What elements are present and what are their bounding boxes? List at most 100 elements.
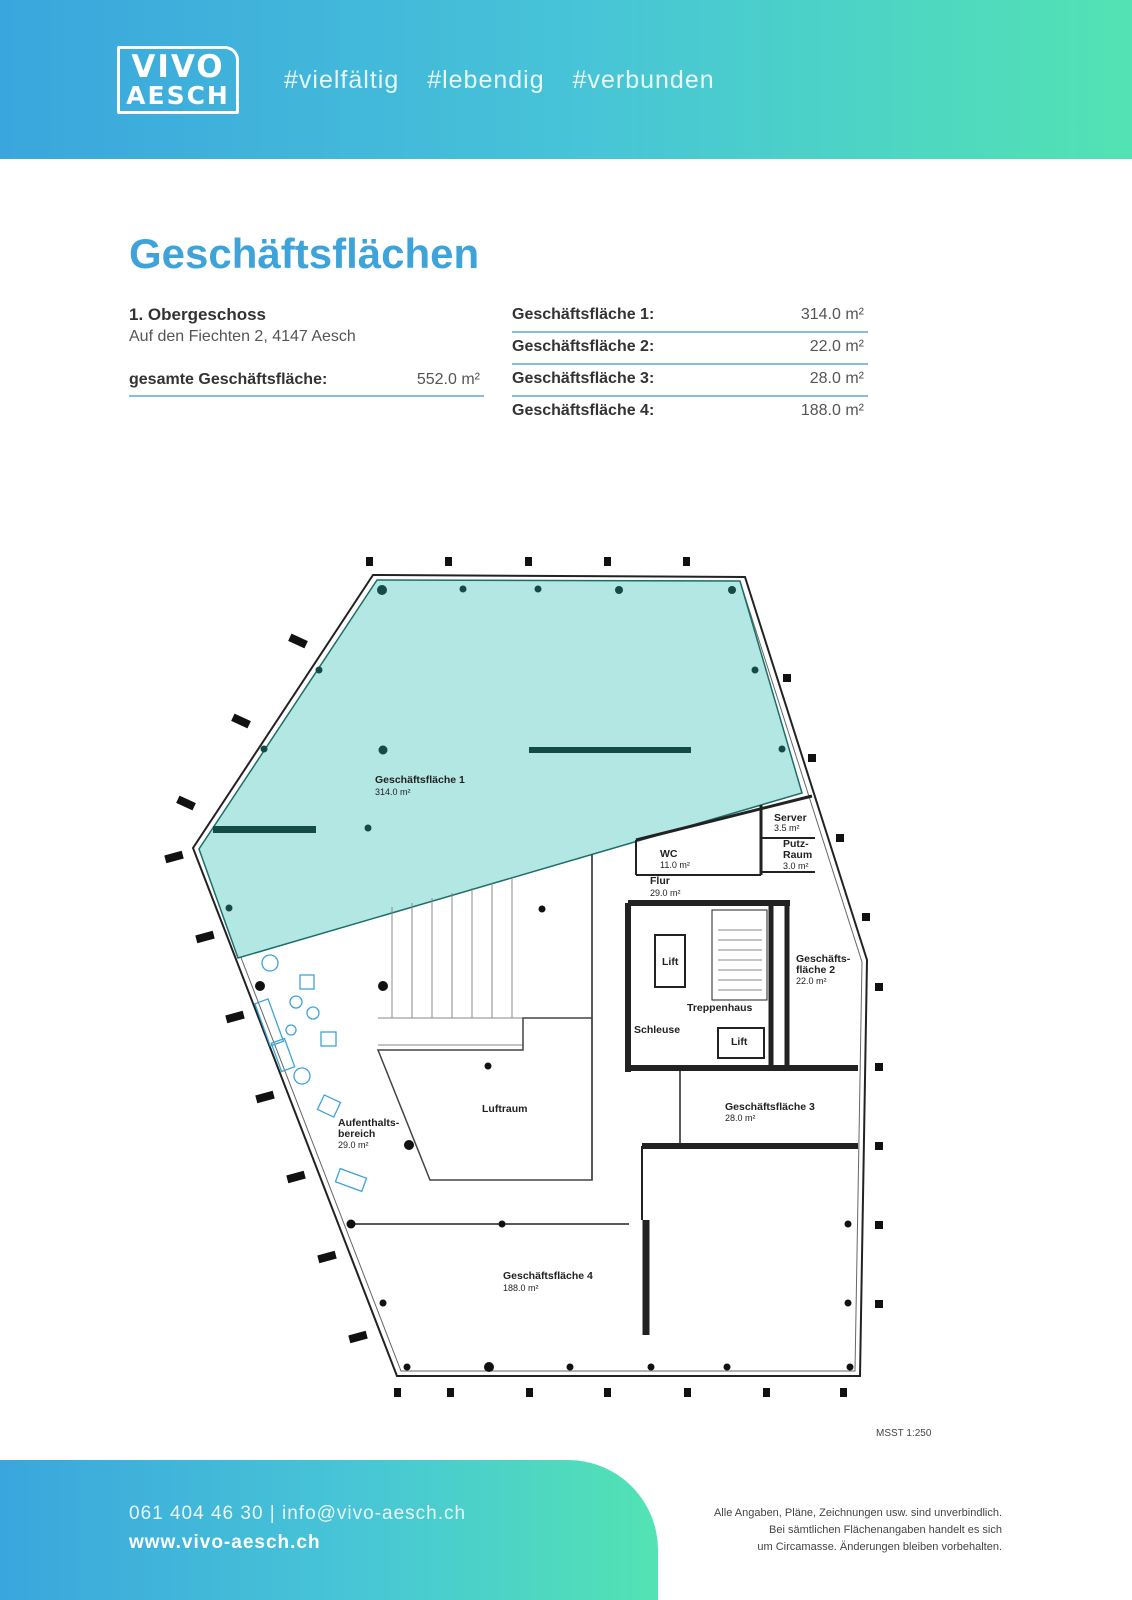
area-list: Geschäftsfläche 1: 314.0 m² Geschäftsflä… — [512, 303, 868, 429]
area-label: Geschäftsfläche 4: — [512, 402, 655, 419]
scale-label: MSST 1:250 — [876, 1428, 932, 1439]
hashtag-row: #vielfältig #lebendig #verbunden — [284, 66, 735, 95]
area-row: Geschäftsfläche 4: 188.0 m² — [512, 399, 868, 427]
label-putz-1: Putz- — [783, 838, 809, 850]
contact-line[interactable]: 061 404 46 30 | info@vivo-aesch.ch — [129, 1503, 467, 1524]
lounge-furniture — [254, 954, 368, 1193]
column — [378, 981, 388, 991]
label-lift-2: Lift — [731, 1036, 748, 1048]
column — [260, 745, 268, 753]
column — [377, 585, 387, 595]
label-gf2-1: Geschäfts- — [796, 953, 851, 965]
lift-2 — [717, 1027, 765, 1059]
label-server: Server — [774, 812, 807, 824]
column — [844, 1299, 852, 1307]
column — [498, 1220, 506, 1228]
column — [378, 745, 388, 755]
luftraum-outline — [376, 1017, 593, 1181]
column — [459, 585, 467, 593]
column — [364, 824, 372, 832]
hashtag: #vielfältig — [284, 66, 400, 94]
disclaimer: Alle Angaben, Pläne, Zeichnungen usw. si… — [714, 1505, 1002, 1556]
area-gf1: 314.0 m² — [375, 787, 411, 797]
label-lift-1: Lift — [662, 956, 679, 968]
area-row: Geschäftsfläche 3: 28.0 m² — [512, 367, 868, 397]
column — [615, 586, 623, 594]
area-wc: 11.0 m² — [660, 860, 690, 870]
area-value: 28.0 m² — [809, 370, 864, 387]
website-link[interactable]: www.vivo-aesch.ch — [129, 1532, 321, 1553]
column — [255, 981, 265, 991]
label-gf2-2: fläche 2 — [796, 964, 835, 976]
columns-gf1 — [225, 585, 786, 912]
interior-walls — [353, 794, 858, 1335]
floor-label: 1. Obergeschoss — [129, 305, 267, 324]
column — [346, 1219, 356, 1229]
hashtag: #verbunden — [572, 66, 715, 94]
label-gf1: Geschäftsfläche 1 — [375, 774, 465, 786]
lift-1 — [654, 934, 686, 988]
page-title: Geschäftsflächen — [129, 230, 480, 277]
label-aufenthalt-2: bereich — [338, 1128, 375, 1140]
column — [566, 1363, 574, 1371]
column — [484, 1062, 492, 1070]
stair-block — [711, 909, 768, 1001]
total-area-label: gesamte Geschäftsfläche: — [129, 371, 328, 388]
column — [225, 904, 233, 912]
area-server: 3.5 m² — [774, 823, 800, 833]
column — [844, 1220, 852, 1228]
label-putz-2: Raum — [783, 849, 812, 861]
external-piers — [164, 557, 883, 1397]
disclaimer-line: um Circamasse. Änderungen bleiben vorbeh… — [757, 1541, 1002, 1553]
vivo-aesch-logo[interactable]: VIVO AESCH — [117, 46, 239, 114]
wall — [635, 794, 813, 842]
column — [846, 1363, 854, 1371]
area-gf2: 22.0 m² — [796, 976, 827, 986]
address: Auf den Fiechten 2, 4147 Aesch — [129, 328, 356, 345]
area-value: 188.0 m² — [800, 402, 864, 419]
footer-banner — [0, 1460, 658, 1600]
area-label: Geschäftsfläche 3: — [512, 370, 655, 387]
wall-gf1-bar — [529, 747, 691, 753]
column — [778, 745, 786, 753]
hashtag: #lebendig — [427, 66, 545, 94]
total-area-row: gesamte Geschäftsfläche: 552.0 m² — [129, 369, 484, 397]
column — [723, 1363, 731, 1371]
stair-lines — [378, 878, 762, 1046]
columns — [255, 905, 854, 1372]
area-flur: 29.0 m² — [650, 888, 681, 898]
area-gf4: 188.0 m² — [503, 1283, 539, 1293]
logo-line-1: VIVO — [131, 49, 225, 85]
column — [647, 1363, 655, 1371]
disclaimer-line: Bei sämtlichen Flächenangaben handelt es… — [769, 1524, 1002, 1536]
area-value: 22.0 m² — [809, 338, 864, 355]
column — [484, 1362, 494, 1372]
area-value: 314.0 m² — [800, 306, 864, 323]
area-gf3: 28.0 m² — [725, 1113, 756, 1123]
wall-gf1-bar-left — [213, 826, 316, 833]
floor-plan: Geschäftsfläche 1 314.0 m² Server 3.5 m²… — [164, 557, 883, 1397]
label-treppenhaus: Treppenhaus — [687, 1002, 753, 1014]
area-label: Geschäftsfläche 2: — [512, 338, 655, 355]
logo-line-2: AESCH — [126, 81, 230, 110]
label-gf4: Geschäftsfläche 4 — [503, 1270, 593, 1282]
area-label: Geschäftsfläche 1: — [512, 306, 655, 323]
header-banner: VIVO AESCH #vielfältig #lebendig #verbun… — [0, 0, 1132, 159]
column — [538, 905, 546, 913]
label-flur: Flur — [650, 875, 670, 887]
label-schleuse: Schleuse — [634, 1024, 680, 1036]
column — [403, 1363, 411, 1371]
disclaimer-line: Alle Angaben, Pläne, Zeichnungen usw. si… — [713, 1507, 1002, 1519]
label-luftraum: Luftraum — [482, 1103, 528, 1115]
column — [728, 586, 736, 594]
label-aufenthalt-1: Aufenthalts- — [338, 1117, 400, 1129]
area-aufenthalt: 29.0 m² — [338, 1140, 369, 1150]
total-area-value: 552.0 m² — [416, 371, 480, 388]
label-gf3: Geschäftsfläche 3 — [725, 1101, 815, 1113]
column — [315, 666, 323, 674]
column — [379, 1299, 387, 1307]
label-wc: WC — [660, 848, 678, 860]
column — [751, 666, 759, 674]
column — [404, 1140, 414, 1150]
area-row: Geschäftsfläche 2: 22.0 m² — [512, 335, 868, 365]
